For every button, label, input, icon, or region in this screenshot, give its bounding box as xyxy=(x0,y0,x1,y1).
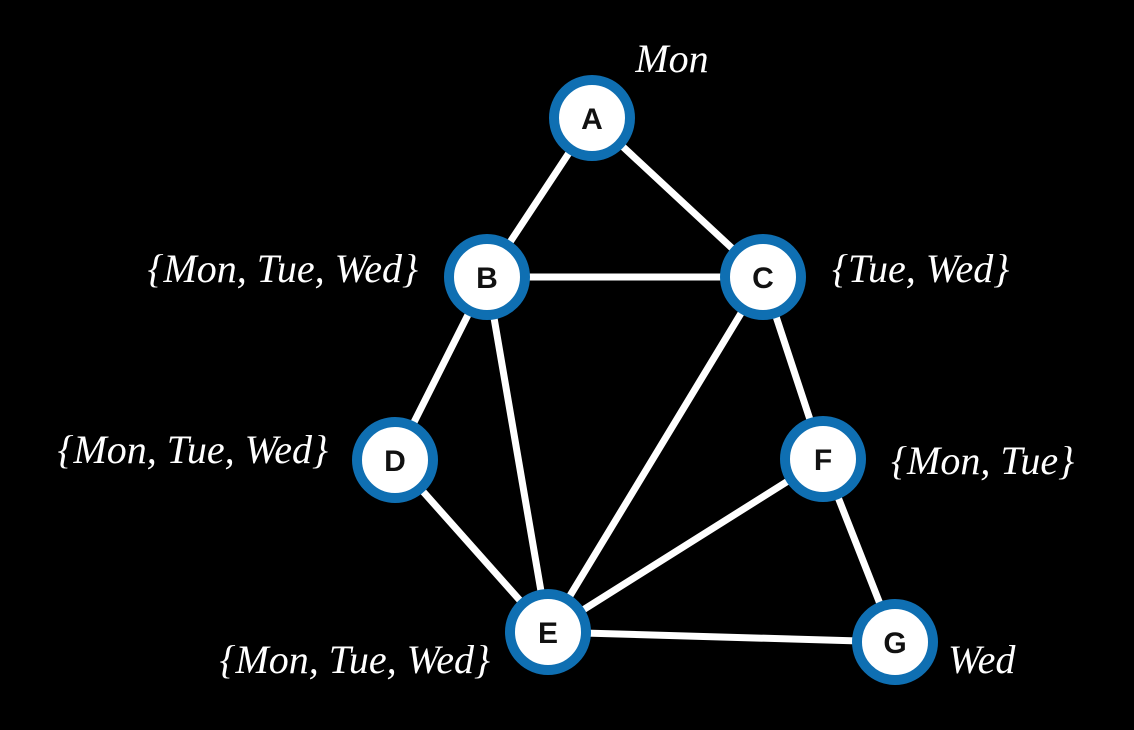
node-label: A xyxy=(581,103,603,136)
node-label: D xyxy=(384,445,406,478)
node-circle xyxy=(444,234,530,320)
domain-label-b: {Mon, Tue, Wed} xyxy=(147,246,418,291)
node-b: B xyxy=(444,234,530,320)
node-circle xyxy=(505,589,591,675)
node-d: D xyxy=(352,417,438,503)
domain-label-c: {Tue, Wed} xyxy=(832,246,1009,291)
node-g: G xyxy=(852,599,938,685)
edge-e-g xyxy=(544,628,899,646)
node-e: E xyxy=(505,589,591,675)
node-label: C xyxy=(752,262,774,295)
domain-label-d: {Mon, Tue, Wed} xyxy=(57,427,328,472)
node-c: C xyxy=(720,234,806,320)
node-label: B xyxy=(476,262,498,295)
node-label: G xyxy=(883,627,906,660)
node-circle xyxy=(549,75,635,161)
node-label: F xyxy=(814,444,832,477)
domain-label-e: {Mon, Tue, Wed} xyxy=(219,637,490,682)
edges-layer xyxy=(391,114,899,646)
node-a: A xyxy=(549,75,635,161)
node-f: F xyxy=(780,416,866,502)
node-circle xyxy=(352,417,438,503)
node-circle xyxy=(852,599,938,685)
node-label: E xyxy=(538,617,558,650)
domain-label-g: Wed xyxy=(948,637,1016,682)
domain-label-f: {Mon, Tue} xyxy=(891,438,1074,483)
domain-labels-layer: Mon {Mon, Tue, Wed} {Tue, Wed} {Mon, Tue, W… xyxy=(57,36,1074,682)
edge-b-e xyxy=(483,273,552,636)
domain-label-a: Mon xyxy=(634,36,708,81)
node-circle xyxy=(780,416,866,502)
edge-e-f xyxy=(544,455,827,636)
nodes-layer: A B C D E F G xyxy=(352,75,938,685)
edge-c-e xyxy=(544,273,767,636)
node-circle xyxy=(720,234,806,320)
